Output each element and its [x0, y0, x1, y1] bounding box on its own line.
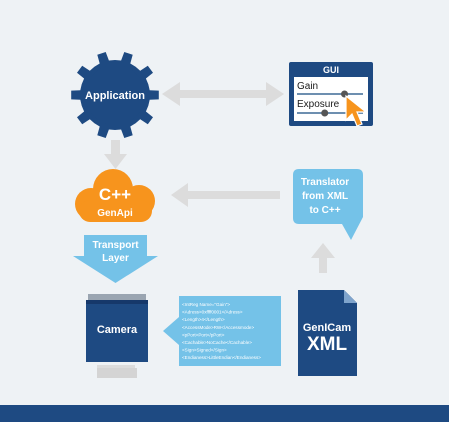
- translator-line2: from XML: [302, 191, 348, 202]
- xml-snippet-line: <AccessMode>RW</Accessmode>: [182, 325, 254, 330]
- exposure-slider-knob[interactable]: [321, 109, 329, 117]
- camera: Camera: [86, 294, 148, 362]
- genicam-label: GenICam: [303, 322, 352, 334]
- xml-snippet-line: <Sign>Signed</Sign>: [182, 348, 227, 353]
- arrow-xml-translator: [311, 243, 335, 273]
- transport-line2: Layer: [102, 253, 129, 264]
- gui-window: GUI Gain Exposure: [289, 62, 373, 127]
- hand-cursor-icon: [345, 94, 368, 127]
- arrow-translator-genapi: [171, 183, 280, 207]
- genapi-cloud: C++ GenApi: [75, 169, 155, 222]
- application-gear: Application: [71, 52, 159, 138]
- gear-icon: [71, 52, 159, 138]
- application-label: Application: [85, 90, 145, 102]
- document-icon: [298, 290, 357, 376]
- xml-snippet-line: <Adress>0xffff0001</Adress>: [182, 310, 243, 315]
- gui-title: GUI: [323, 65, 339, 75]
- translator-line3: to C++: [309, 205, 340, 216]
- transport-layer-arrow: Transport Layer: [73, 235, 158, 283]
- xml-snippet-line: <pPort>Port</pPort>: [182, 332, 225, 337]
- xml-snippet-line: <IntReg Name="Gain">: [182, 302, 230, 307]
- xml-snippet-arrow: <IntReg Name="Gain"> <Adress>0xffff0001</…: [163, 296, 281, 366]
- transport-line1: Transport: [92, 240, 139, 251]
- xml-snippet-line: <Cachable>NoCache</Cachable>: [182, 340, 252, 345]
- arrow-application-genapi: [104, 140, 127, 169]
- translator-bubble: Translator from XML to C++: [293, 169, 363, 240]
- gain-label: Gain: [297, 81, 318, 92]
- cloud-icon: [75, 169, 155, 222]
- xml-snippet-line: <Length>4</Length>: [182, 317, 225, 322]
- genicam-xml-file: GenICam XML: [298, 290, 357, 376]
- exposure-label: Exposure: [297, 99, 340, 110]
- xml-snippet-line: <Endianess>LittleEndian</Endianess>: [182, 355, 261, 360]
- arrow-application-gui: [162, 82, 284, 106]
- genapi-subtitle: GenApi: [97, 208, 133, 219]
- camera-label: Camera: [97, 324, 138, 336]
- camera-stand: [97, 365, 137, 378]
- translator-line1: Translator: [301, 177, 349, 188]
- bottom-bar: [0, 405, 449, 422]
- gain-slider-track[interactable]: [297, 93, 363, 95]
- genapi-title: C++: [99, 185, 131, 204]
- xml-label: XML: [307, 334, 348, 355]
- xml-snippet-lines: <IntReg Name="Gain"> <Adress>0xffff0001</…: [182, 302, 261, 360]
- exposure-slider-track[interactable]: [297, 112, 363, 114]
